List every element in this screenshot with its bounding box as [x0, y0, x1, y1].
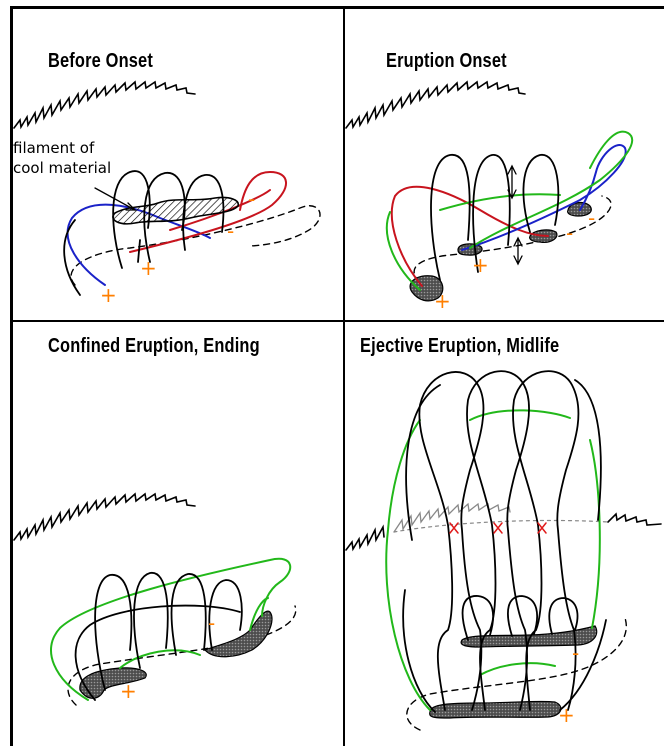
plus-sign-1: +: [434, 289, 451, 313]
filament-label-line-2: cool material: [13, 158, 111, 178]
minus-sign-2: -: [566, 221, 573, 245]
panel-before-onset: + + - -: [14, 82, 320, 307]
footpoint-plus: [430, 701, 561, 718]
flux-rope-strand-2: [467, 371, 529, 710]
photosphere-limb: [346, 527, 384, 550]
photosphere-limb: [14, 82, 195, 128]
panel-confined-eruption: + -: [14, 494, 296, 705]
flux-rope-outer-loop-right: [575, 380, 601, 520]
minus-sign: -: [572, 641, 579, 665]
plus-sign-2: +: [140, 256, 157, 280]
minus-sign: -: [208, 611, 215, 635]
green-field-line-right: [590, 440, 600, 628]
reconnection-x-2: [494, 523, 502, 533]
plus-sign: +: [558, 703, 575, 727]
loop-3: [172, 574, 206, 655]
neutral-line: [71, 206, 320, 285]
minus-sign-2: -: [227, 219, 234, 243]
photosphere-limb: [346, 82, 525, 128]
plus-sign-2: +: [472, 253, 489, 277]
minus-sign-1: -: [248, 187, 255, 211]
reconnection-marks: [450, 523, 546, 533]
photosphere-limb: [14, 494, 195, 540]
flux-rope-strand-1: [419, 372, 483, 710]
green-field-line-left: [386, 420, 430, 710]
sink-arrow: [514, 238, 522, 264]
reconnection-x-1: [450, 523, 458, 533]
rise-arrow: [508, 166, 516, 198]
panel-ejective-eruption: + -: [346, 371, 661, 730]
lower-loop-1: [463, 596, 494, 640]
photosphere-limb-right: [608, 514, 661, 525]
lower-loop-2: [508, 596, 537, 636]
filament-label: filament of cool material: [13, 138, 111, 178]
limb-dashed: [394, 520, 608, 532]
minus-sign-1: -: [588, 206, 595, 230]
green-field-line-3: [440, 194, 560, 210]
green-field-line-top: [470, 410, 570, 420]
green-field-line-mid: [120, 650, 200, 668]
plus-sign: +: [120, 679, 137, 703]
filament-label-line-1: filament of: [13, 138, 111, 158]
loop-1: [431, 155, 470, 280]
plus-sign-1: +: [100, 283, 117, 307]
flux-rope-strand-3: [513, 371, 578, 710]
panel-eruption-onset: + + - -: [346, 82, 632, 313]
green-field-line-bottom: [480, 663, 555, 675]
